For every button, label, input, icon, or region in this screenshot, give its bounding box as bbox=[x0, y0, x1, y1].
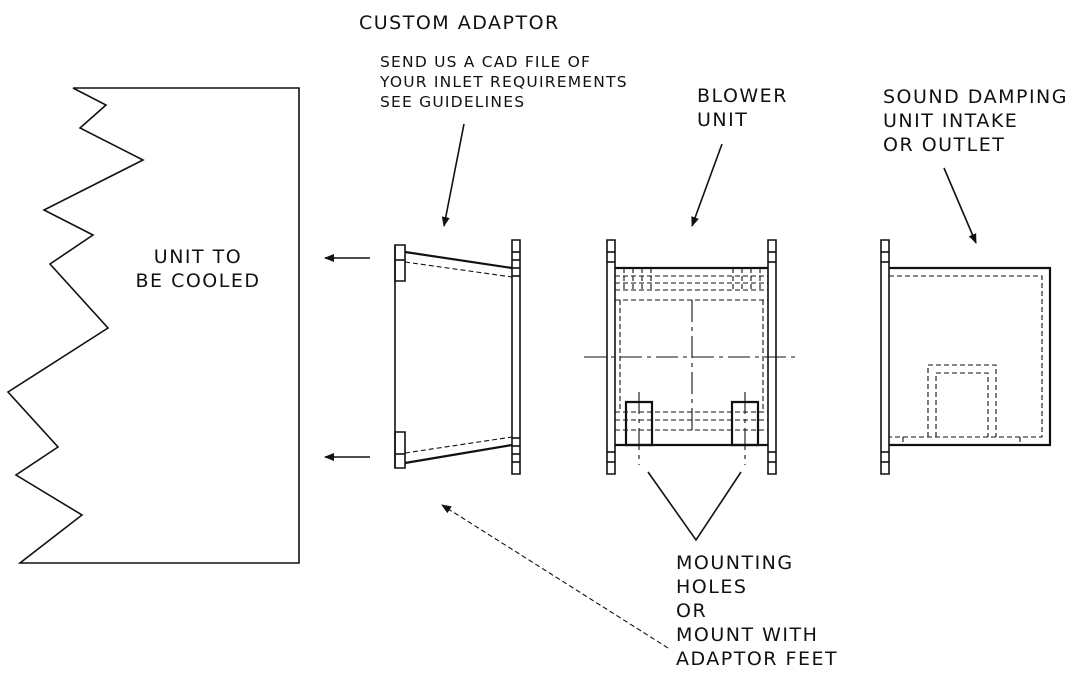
blower-leader-arrow bbox=[692, 144, 722, 227]
cad-file-note: SEND US A CAD FILE OF YOUR INLET REQUIRE… bbox=[380, 53, 628, 111]
custom-adaptor-label: CUSTOM ADAPTOR bbox=[359, 12, 560, 34]
unit-to-be-cooled-label: UNIT TO BE COOLED bbox=[135, 246, 261, 292]
sound-damping-unit-shape bbox=[881, 240, 1050, 474]
mounting-leader-lines bbox=[648, 472, 741, 540]
sound-damping-label: SOUND DAMPING UNIT INTAKE OR OUTLET bbox=[883, 86, 1068, 156]
leader-arrows bbox=[441, 124, 976, 648]
adaptor-leader-arrow bbox=[441, 124, 464, 227]
blower-unit-label: BLOWER UNIT bbox=[697, 85, 788, 131]
airflow-arrows bbox=[324, 254, 370, 461]
adaptor-feet-leader-arrow bbox=[441, 504, 668, 648]
blower-unit-shape bbox=[584, 240, 800, 474]
damping-leader-arrow bbox=[944, 168, 976, 244]
custom-adaptor-shape bbox=[395, 240, 520, 474]
mounting-label: MOUNTING HOLES OR MOUNT WITH ADAPTOR FEE… bbox=[676, 552, 839, 670]
unit-to-be-cooled-shape bbox=[8, 88, 299, 563]
